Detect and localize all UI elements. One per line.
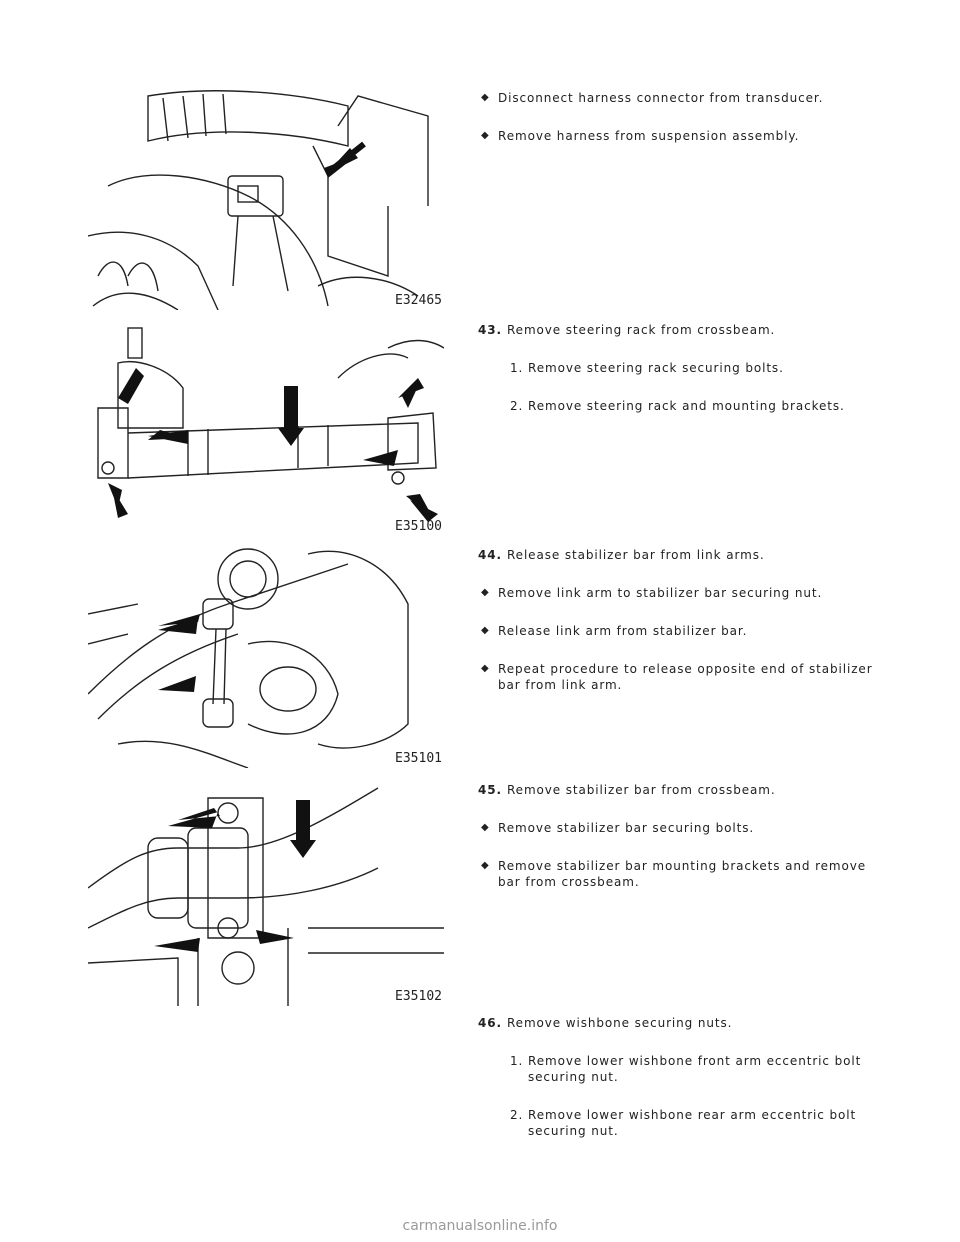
numbered-item: 2. Remove lower wishbone rear arm eccentr… <box>478 1107 878 1139</box>
step-number: 45. <box>478 783 502 797</box>
step-45: 45. Remove stabilizer bar from crossbeam.… <box>478 782 878 890</box>
figure-steering-rack: E35100 <box>88 318 444 536</box>
harness-connector-illustration <box>88 90 429 310</box>
step-46: 46. Remove wishbone securing nuts. 1. Remo… <box>478 1015 878 1139</box>
figure-stabilizer-bracket: E35102 <box>88 778 444 1006</box>
item-number: 2. <box>510 1108 524 1122</box>
numbered-item: 1. Remove lower wishbone front arm eccent… <box>478 1053 878 1085</box>
step-number: 44. <box>478 548 502 562</box>
step-title: Release stabilizer bar from link arms. <box>506 548 765 562</box>
step-heading: 46. Remove wishbone securing nuts. <box>478 1015 878 1031</box>
step-title: Remove steering rack from crossbeam. <box>506 323 776 337</box>
figure-harness-connector: E32465 <box>88 86 444 310</box>
site-watermark: carmanualsonline.info <box>402 1218 558 1234</box>
item-number: 2. <box>510 399 524 413</box>
step-heading: 45. Remove stabilizer bar from crossbeam. <box>478 782 878 798</box>
step-heading: 44. Release stabilizer bar from link arms… <box>478 547 878 563</box>
item-text: Remove steering rack and mounting bracke… <box>528 399 845 413</box>
step-title: Remove stabilizer bar from crossbeam. <box>506 783 776 797</box>
item-number: 1. <box>510 1054 524 1068</box>
step-number: 43. <box>478 323 502 337</box>
steering-rack-illustration <box>97 327 444 522</box>
figure-code: E35100 <box>395 519 442 534</box>
step-number: 46. <box>478 1016 502 1030</box>
step-title: Remove wishbone securing nuts. <box>506 1016 733 1030</box>
bullet-item: Repeat procedure to release opposite end… <box>478 661 878 693</box>
step-heading: 43. Remove steering rack from crossbeam. <box>478 322 878 338</box>
bullet-item: Remove link arm to stabilizer bar securi… <box>478 585 878 601</box>
item-text: Remove lower wishbone rear arm eccentric… <box>528 1108 857 1138</box>
numbered-item: 2. Remove steering rack and mounting brac… <box>478 398 878 414</box>
item-text: Remove lower wishbone front arm eccentri… <box>528 1054 862 1084</box>
item-number: 1. <box>510 361 524 375</box>
step-43: 43.Remove steering rack from crossbeam. … <box>478 322 878 414</box>
figure-code: E35102 <box>395 989 442 1004</box>
figure-code: E32465 <box>395 293 442 308</box>
bullet-item: Disconnect harness connector from transd… <box>478 90 878 106</box>
bullet-item: Release link arm from stabilizer bar. <box>478 623 878 639</box>
stabilizer-link-illustration <box>88 548 409 768</box>
figure-stabilizer-link: E35101 <box>88 544 444 768</box>
step-44: 44. Release stabilizer bar from link arms… <box>478 547 878 693</box>
numbered-item: 1. Remove steering rack securing bolts. <box>478 360 878 376</box>
bullet-item: Remove stabilizer bar mounting brackets … <box>478 858 878 890</box>
bullet-item: Remove harness from suspension assembly. <box>478 128 878 144</box>
figure-code: E35101 <box>395 751 442 766</box>
bullet-item: Remove stabilizer bar securing bolts. <box>478 820 878 836</box>
harness-instructions: Disconnect harness connector from transd… <box>478 90 878 144</box>
stabilizer-bracket-illustration <box>88 787 444 1006</box>
item-text: Remove steering rack securing bolts. <box>528 361 784 375</box>
